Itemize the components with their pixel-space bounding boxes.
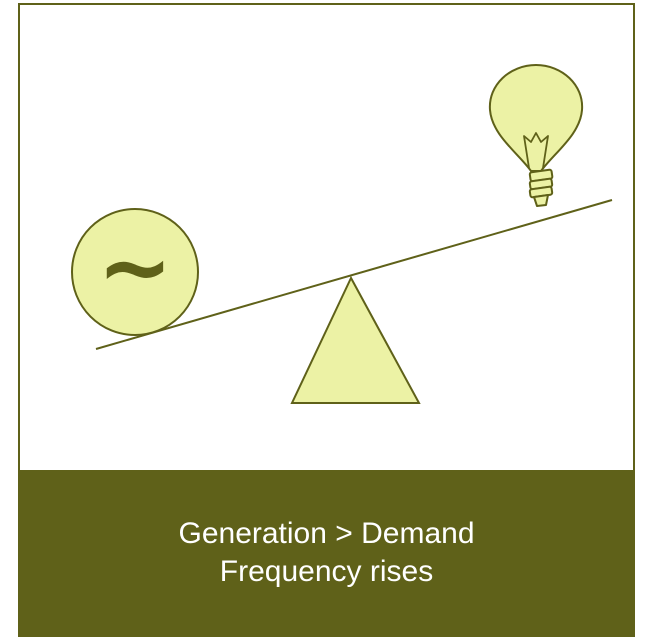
- generator-symbol: ~: [97, 215, 172, 320]
- balance-beam: [95, 199, 613, 350]
- diagram-panel: ~ Generation > Demand Frequency rises: [18, 3, 635, 637]
- fulcrum-icon: [290, 275, 421, 404]
- caption-subtitle: Frequency rises: [219, 554, 434, 588]
- seesaw-illustration: ~: [71, 64, 613, 404]
- caption-title: Generation > Demand: [178, 516, 475, 550]
- lightbulb-icon: [488, 64, 584, 207]
- generator-icon: ~: [71, 208, 199, 336]
- caption-band: Generation > Demand Frequency rises: [20, 470, 633, 635]
